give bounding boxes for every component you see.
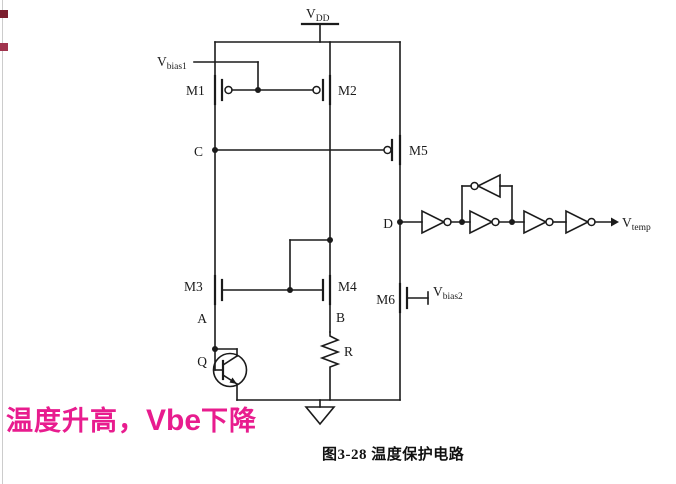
annotation-cjk-lead: 温度升高， [6,406,146,436]
scan-edge-line [2,0,3,484]
label-node-d: D [383,216,393,231]
label-vdd: VDD [306,6,330,24]
label-node-c: C [194,144,203,159]
junction-dot [212,346,218,352]
mosfet-m2: M2 [312,41,357,277]
node-c: C [194,144,385,159]
label-m6: M6 [376,292,395,307]
label-vbias1: Vbias1 [157,54,187,72]
vbias1-input: Vbias1 [157,54,259,91]
inverter-triangle [469,209,494,235]
label-m3: M3 [184,279,203,294]
gate-wire-m1-m2 [231,87,314,93]
output-arrowhead [611,217,619,227]
temperature-annotation: 温度升高，Vbe下降 [6,399,257,438]
pmos-gate-bubble [224,85,233,95]
label-vbias2: Vbias2 [433,284,463,302]
mosfet-m6: M6 Vbias2 [376,221,463,401]
inverter-bubble [587,217,596,227]
inverter-chain: Vtemp [399,209,651,235]
pmos-gate-bubble [312,85,321,95]
mosfet-m4: M4 B [321,274,357,333]
inverter-bubble [491,217,500,227]
inverter-bubble [443,217,452,227]
label-m5: M5 [409,143,428,158]
label-node-a: A [197,311,207,326]
ground-symbol [304,406,336,426]
bjt-collector [221,354,239,367]
pmos-gate-bubble [383,145,392,155]
label-m2: M2 [338,83,357,98]
inverter-triangle [565,209,590,235]
mosfet-m1: M1 [186,41,233,151]
label-m1: M1 [186,83,205,98]
scan-artifact-2 [0,43,8,51]
bjt-body-circle [212,352,248,388]
inverter-triangle [523,209,548,235]
inverter-triangle [476,173,501,199]
label-node-b: B [336,310,345,325]
mosfet-m3: M3 A [184,274,224,371]
feedback-inverter [461,173,513,223]
label-q: Q [197,354,207,369]
mosfet-m5: M5 [383,41,428,223]
figure-caption: 图3-28 温度保护电路 [322,447,465,463]
vdd-supply: VDD [300,6,340,43]
resistor-r: R [319,331,353,401]
gate-wire-m3-m4 [221,237,333,293]
emitter-arrowhead [229,377,237,384]
label-m4: M4 [338,279,357,294]
label-r: R [344,344,353,359]
scan-artifact-1 [0,10,8,18]
ground-rail [236,399,401,426]
junction-dot [255,87,261,93]
inverter-bubble [545,217,554,227]
annotation-cjk-tail: 下降 [201,406,258,436]
inverter-bubble [470,181,479,191]
annotation-vbe: Vbe [146,404,202,437]
bjt-q: Q [197,346,248,401]
resistor-zigzag [319,331,341,401]
junction-dot [327,237,333,243]
inverter-triangle [421,209,446,235]
label-vtemp: Vtemp [622,215,651,233]
